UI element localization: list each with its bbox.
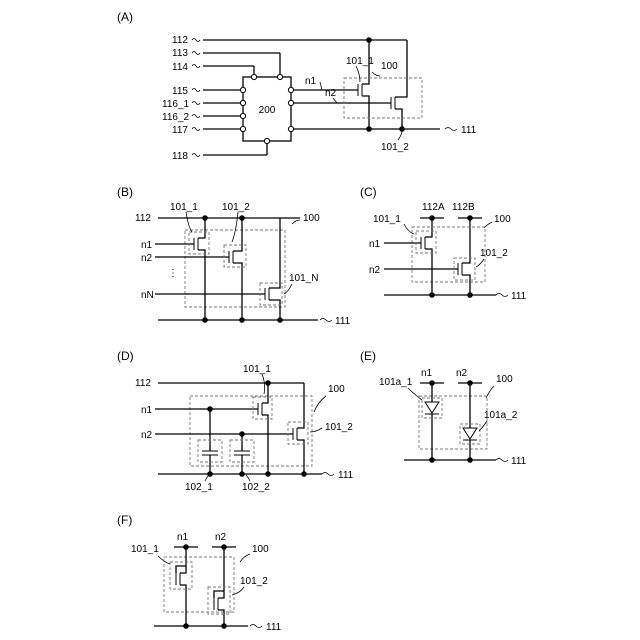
signal-113-label: 113 xyxy=(172,48,188,59)
signal-111-label: 111 xyxy=(335,316,351,327)
panel-f-label: (F) xyxy=(117,513,132,527)
group-100-box xyxy=(419,396,487,449)
group-100-label: 100 xyxy=(494,214,511,225)
transistor-101-2-label: 101_2 xyxy=(222,202,250,213)
transistor-101-n-label: 101_N xyxy=(289,273,318,284)
ellipsis: ⋮ xyxy=(168,268,178,279)
input-n1-label: n1 xyxy=(141,405,153,416)
node-n2-label: n2 xyxy=(325,88,337,99)
panel-d-label: (D) xyxy=(117,349,134,363)
signal-114-label: 114 xyxy=(172,62,188,73)
transistor-101-1-label: 101_1 xyxy=(170,202,198,213)
group-100-box xyxy=(412,227,485,282)
transistor-101-2-label: 101_2 xyxy=(325,422,353,433)
node-n1-label: n1 xyxy=(305,76,317,87)
input-n1-label: n1 xyxy=(141,240,153,251)
group-100-box xyxy=(344,78,422,118)
signal-111-label: 111 xyxy=(461,125,477,136)
panel-a: (A) 200 112 113 114 115 116_1 116_2 xyxy=(117,10,477,162)
group-100-label: 100 xyxy=(252,544,269,555)
input-n2-label: n2 xyxy=(456,368,468,379)
input-nn-label: nN xyxy=(141,290,154,301)
panel-c-label: (C) xyxy=(360,185,377,199)
signal-118-label: 118 xyxy=(172,151,188,162)
input-n2-label: n2 xyxy=(215,532,227,543)
signal-112-label: 112 xyxy=(172,35,188,46)
transistor-101-2-label: 101_2 xyxy=(381,142,409,153)
transistor-101-2-label: 101_2 xyxy=(240,576,268,587)
input-n2-label: n2 xyxy=(141,430,153,441)
signal-111-label: 111 xyxy=(338,470,354,481)
panel-f: (F) n1 n2 101_1 100 101_2 xyxy=(117,513,282,633)
input-n1-label: n1 xyxy=(369,239,381,250)
input-n2-label: n2 xyxy=(141,253,153,264)
rail-112b-label: 112B xyxy=(452,202,475,213)
signal-115-label: 115 xyxy=(172,86,188,97)
input-n1-label: n1 xyxy=(421,368,433,379)
rail-112a-label: 112A xyxy=(422,202,445,213)
input-n1-label: n1 xyxy=(177,532,189,543)
input-n2-label: n2 xyxy=(369,265,381,276)
group-100-label: 100 xyxy=(496,374,513,385)
signal-111-label: 111 xyxy=(511,291,527,302)
rail-112-label: 112 xyxy=(135,213,151,224)
signal-111-label: 111 xyxy=(266,622,282,633)
signal-111-label: 111 xyxy=(511,456,527,467)
panel-a-label: (A) xyxy=(117,10,133,24)
transistor-101-1-label: 101_1 xyxy=(346,56,374,67)
diode-101a-2-label: 101a_2 xyxy=(484,410,518,421)
capacitor-102-2-label: 102_2 xyxy=(242,482,270,493)
panel-b: (B) 112 101_1 101_2 100 n1 n2 ⋮ nN xyxy=(117,185,351,327)
panel-e-label: (E) xyxy=(360,349,376,363)
diode-101a-1-label: 101a_1 xyxy=(379,377,413,388)
group-100-box xyxy=(185,230,285,307)
transistor-101-1-label: 101_1 xyxy=(131,544,159,555)
group-100-label: 100 xyxy=(303,213,320,224)
panel-b-label: (B) xyxy=(117,185,133,199)
transistor-101-1-label: 101_1 xyxy=(373,214,401,225)
transistor-101-1-label: 101_1 xyxy=(243,364,271,375)
panel-c: (C) 112A 112B 101_1 100 n1 n2 10 xyxy=(360,185,527,302)
group-100-label: 100 xyxy=(381,61,398,72)
signal-117-label: 117 xyxy=(172,125,188,136)
panel-e: (E) n1 n2 101a_1 100 101a_2 111 xyxy=(360,349,527,467)
rail-112-label: 112 xyxy=(135,378,151,389)
capacitor-102-1-label: 102_1 xyxy=(185,482,213,493)
block-200-label: 200 xyxy=(259,105,276,116)
transistor-101-2-label: 101_2 xyxy=(480,248,508,259)
panel-d: (D) 112 101_1 100 n1 n2 101_2 xyxy=(117,349,354,493)
signal-116-2-label: 116_2 xyxy=(162,112,190,123)
signal-116-1-label: 116_1 xyxy=(162,99,190,110)
group-100-label: 100 xyxy=(328,384,345,395)
